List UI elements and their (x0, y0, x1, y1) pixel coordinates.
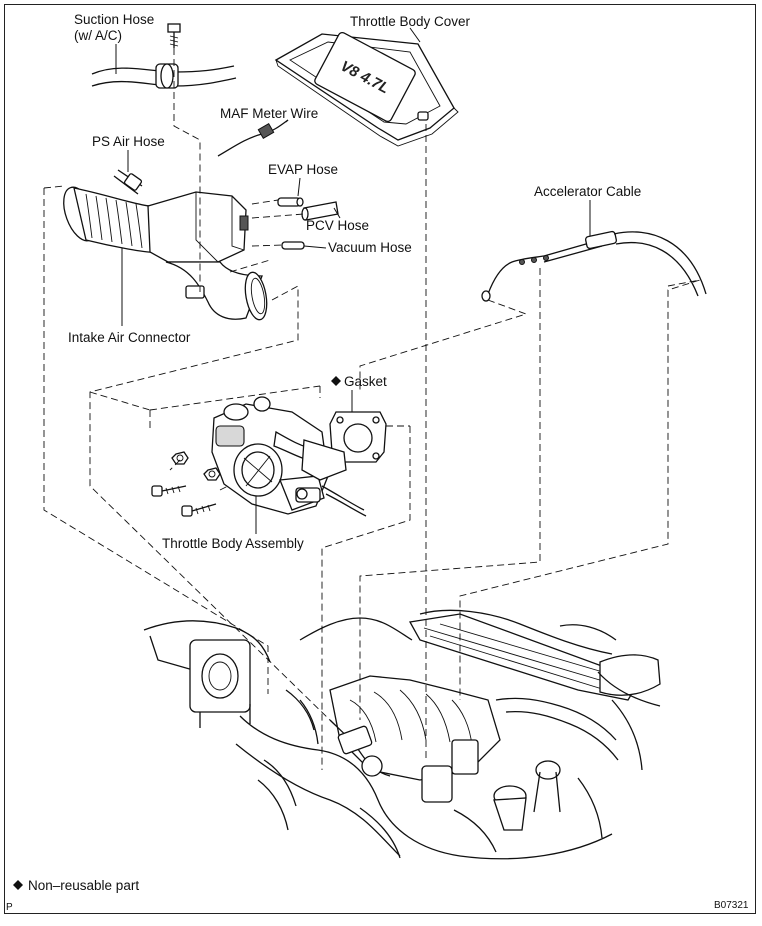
legend-text: Non–reusable part (28, 878, 140, 893)
label-throttle-body-cover: Throttle Body Cover (350, 14, 471, 29)
nut-middle (203, 467, 221, 481)
pcv-hose (301, 201, 339, 221)
bolt-upper (151, 485, 187, 497)
bolt-top (167, 23, 181, 48)
accelerator-cable (481, 230, 707, 302)
figure-code: B07321 (714, 900, 749, 911)
figure-frame (4, 4, 756, 914)
label-evap-hose: EVAP Hose (268, 162, 339, 177)
label-ps-air-hose: PS Air Hose (92, 134, 165, 149)
assembly-dashed-lines (43, 48, 701, 770)
vacuum-hose (281, 241, 305, 250)
throttle-body-cover: V8 4.7L (274, 31, 459, 147)
corner-mark: P (6, 902, 13, 913)
gasket-diamond-icon (331, 376, 341, 386)
label-pcv-hose: PCV Hose (306, 218, 370, 233)
leader-lines (115, 27, 591, 534)
engine-assembly (143, 609, 661, 860)
suction-hose (91, 63, 237, 89)
bolt-lower (181, 503, 217, 517)
evap-hose (277, 197, 304, 207)
gasket (329, 411, 387, 463)
legend-diamond-icon (13, 880, 23, 890)
maf-meter-wire (217, 119, 289, 157)
label-suction-hose: Suction Hose (74, 12, 155, 27)
ps-air-hose (113, 169, 143, 195)
label-maf-meter-wire: MAF Meter Wire (220, 106, 319, 121)
intake-air-connector (63, 186, 268, 321)
label-accelerator-cable: Accelerator Cable (534, 184, 642, 199)
label-suction-hose-note: (w/ A/C) (74, 28, 123, 43)
label-vacuum-hose: Vacuum Hose (328, 240, 412, 255)
label-throttle-body-assembly: Throttle Body Assembly (162, 536, 304, 551)
label-intake-air-connector: Intake Air Connector (68, 330, 191, 345)
label-gasket: Gasket (344, 374, 387, 389)
throttle-body-assembly (211, 396, 367, 517)
nut-left (171, 451, 189, 465)
